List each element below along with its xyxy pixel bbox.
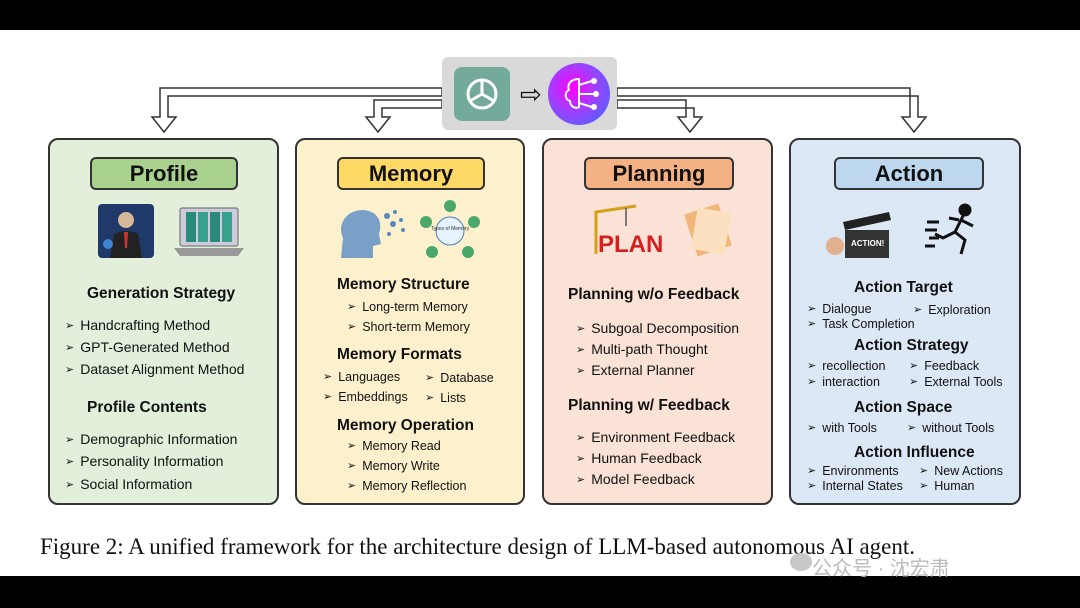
list-item: recollection bbox=[807, 359, 885, 373]
list-item: Feedback bbox=[909, 359, 979, 373]
list-item: Model Feedback bbox=[576, 471, 695, 487]
memory-types-label: Types of Memory bbox=[431, 226, 470, 232]
list-item: Environment Feedback bbox=[576, 429, 735, 445]
list-item: Multi-path Thought bbox=[576, 341, 707, 357]
planning-header: Planning bbox=[584, 157, 734, 190]
list-item: Long-term Memory bbox=[347, 300, 468, 314]
businessman-icon bbox=[98, 204, 154, 258]
memory-structure-title: Memory Structure bbox=[337, 276, 470, 293]
bottom-bar bbox=[0, 576, 1080, 608]
laptop-folders-icon bbox=[174, 204, 244, 258]
memory-types-diagram-icon: Types of Memory bbox=[419, 200, 481, 262]
llm-logo-box: ⇨ bbox=[442, 57, 617, 130]
arrow-to-profile bbox=[150, 87, 443, 134]
list-item: without Tools bbox=[907, 421, 994, 435]
generation-strategy-title: Generation Strategy bbox=[87, 285, 236, 302]
planning-w-feedback-title: Planning w/ Feedback bbox=[568, 397, 730, 414]
plan-construction-icon: PLAN bbox=[576, 202, 670, 258]
profile-panel: Profile Generation Strategy Handcrafting… bbox=[48, 138, 279, 505]
list-item: Dataset Alignment Method bbox=[65, 361, 244, 377]
list-item: Memory Reflection bbox=[347, 479, 466, 493]
clapper-label: ACTION! bbox=[851, 239, 884, 248]
list-item: Internal States bbox=[807, 479, 903, 493]
list-item: Exploration bbox=[913, 303, 991, 317]
clapperboard-icon: ACTION! bbox=[823, 202, 893, 260]
action-panel: Action ACTION! Action Target Dialogue Ex… bbox=[789, 138, 1021, 505]
planning-wo-feedback-title: Planning w/o Feedback bbox=[568, 286, 740, 303]
planning-panel: Planning PLAN Planning w/o Feedback Subg… bbox=[542, 138, 773, 505]
list-item: Embeddings bbox=[323, 390, 408, 404]
memory-formats-title: Memory Formats bbox=[337, 346, 462, 363]
list-item: Database bbox=[425, 371, 494, 385]
figure-caption: Figure 2: A unified framework for the ar… bbox=[40, 534, 916, 559]
list-item: interaction bbox=[807, 375, 880, 389]
right-arrow-icon: ⇨ bbox=[520, 79, 542, 109]
list-item: Social Information bbox=[65, 476, 192, 492]
profile-header: Profile bbox=[90, 157, 238, 190]
list-item: Task Completion bbox=[807, 317, 914, 331]
list-item: Subgoal Decomposition bbox=[576, 320, 739, 336]
arrow-to-memory bbox=[364, 99, 443, 134]
documents-icon bbox=[678, 202, 738, 258]
list-item: GPT-Generated Method bbox=[65, 339, 229, 355]
list-item: Languages bbox=[323, 370, 400, 384]
list-item: Human bbox=[919, 479, 974, 493]
action-strategy-title: Action Strategy bbox=[854, 337, 969, 354]
arrow-to-action bbox=[616, 87, 928, 134]
list-item: Memory Write bbox=[347, 459, 440, 473]
chatgpt-logo-icon bbox=[454, 67, 510, 121]
list-item: Demographic Information bbox=[65, 431, 237, 447]
memory-header: Memory bbox=[337, 157, 485, 190]
memory-panel: Memory Types of Memory Memory Structure … bbox=[295, 138, 525, 505]
action-space-title: Action Space bbox=[854, 399, 953, 416]
watermark-text: 公众号 · 沈宏肃 bbox=[812, 558, 950, 580]
action-header: Action bbox=[834, 157, 984, 190]
action-target-title: Action Target bbox=[854, 279, 953, 296]
list-item: Memory Read bbox=[347, 439, 441, 453]
ai-brain-icon bbox=[548, 63, 610, 125]
list-item: with Tools bbox=[807, 421, 877, 435]
profile-contents-title: Profile Contents bbox=[87, 399, 207, 416]
list-item: Human Feedback bbox=[576, 450, 702, 466]
memory-operation-title: Memory Operation bbox=[337, 417, 474, 434]
arrow-to-planning bbox=[616, 99, 704, 134]
list-item: External Tools bbox=[909, 375, 1002, 389]
running-person-icon bbox=[925, 202, 985, 258]
list-item: Handcrafting Method bbox=[65, 317, 210, 333]
list-item: Environments bbox=[807, 464, 898, 478]
action-influence-title: Action Influence bbox=[854, 444, 975, 461]
list-item: External Planner bbox=[576, 362, 695, 378]
list-item: Personality Information bbox=[65, 453, 223, 469]
list-item: Lists bbox=[425, 391, 466, 405]
brain-head-icon bbox=[333, 204, 409, 260]
list-item: New Actions bbox=[919, 464, 1003, 478]
plan-word: PLAN bbox=[598, 231, 663, 258]
list-item: Dialogue bbox=[807, 302, 871, 316]
list-item: Short-term Memory bbox=[347, 320, 470, 334]
wechat-icon bbox=[790, 553, 812, 571]
